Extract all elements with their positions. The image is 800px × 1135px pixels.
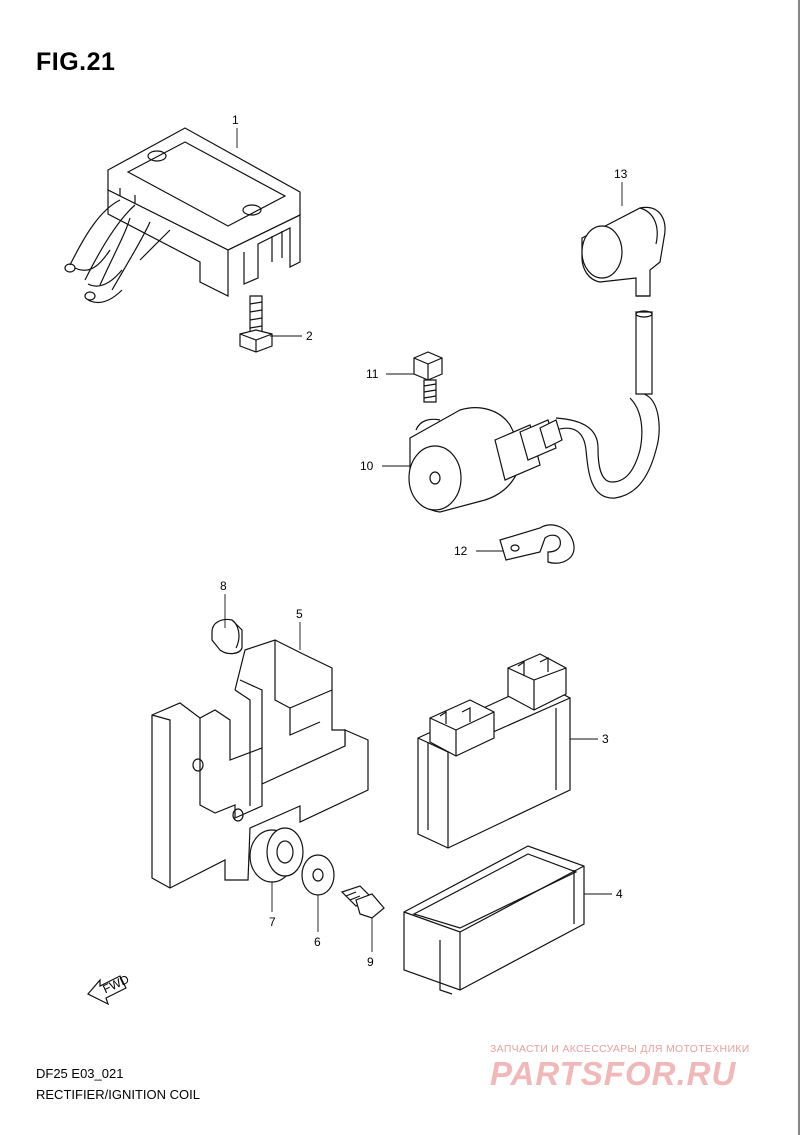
callout-9: 9: [367, 955, 374, 969]
plug-cap-drawing: [581, 206, 666, 297]
callout-1: 1: [232, 113, 239, 127]
diagram-code: DF25 E03_021: [36, 1066, 124, 1081]
leader-lines: [224, 128, 623, 952]
watermark-logo: PARTSFOR.RU: [490, 1055, 737, 1092]
frame-border: [798, 0, 800, 1135]
grommet-drawing: [249, 827, 304, 883]
fwd-arrow-icon: FWD: [87, 972, 132, 1006]
callout-5: 5: [296, 607, 303, 621]
callout-13: 13: [614, 167, 628, 181]
rectifier-drawing: [64, 127, 301, 303]
callout-11: 11: [366, 367, 379, 381]
watermark-tagline: ЗАПЧАСТИ И АКСЕССУАРЫ ДЛЯ МОТОТЕХНИКИ: [490, 1043, 750, 1055]
callout-8: 8: [220, 579, 227, 593]
clamp-drawing: [499, 524, 575, 564]
bolt-drawing-2: [239, 295, 273, 353]
callout-12: 12: [454, 544, 468, 558]
cap-drawing: [211, 618, 243, 655]
hv-cable-drawing: [555, 310, 660, 499]
callout-2: 2: [306, 329, 313, 343]
bolt-drawing-9: [340, 885, 385, 919]
diagram-caption: RECTIFIER/IGNITION COIL: [36, 1087, 200, 1102]
figure-title: FIG.21: [36, 48, 116, 76]
cdi-case-drawing: [403, 845, 585, 995]
callout-4: 4: [616, 887, 623, 901]
callout-10: 10: [360, 459, 374, 473]
callout-7: 7: [269, 915, 276, 929]
bolt-drawing-11: [413, 351, 443, 403]
ignition-coil-drawing: [408, 407, 563, 513]
bracket-drawing: [151, 639, 369, 889]
washer-drawing: [301, 854, 335, 896]
cdi-unit-drawing: [417, 653, 571, 849]
callout-6: 6: [314, 935, 321, 949]
callout-3: 3: [602, 732, 609, 746]
